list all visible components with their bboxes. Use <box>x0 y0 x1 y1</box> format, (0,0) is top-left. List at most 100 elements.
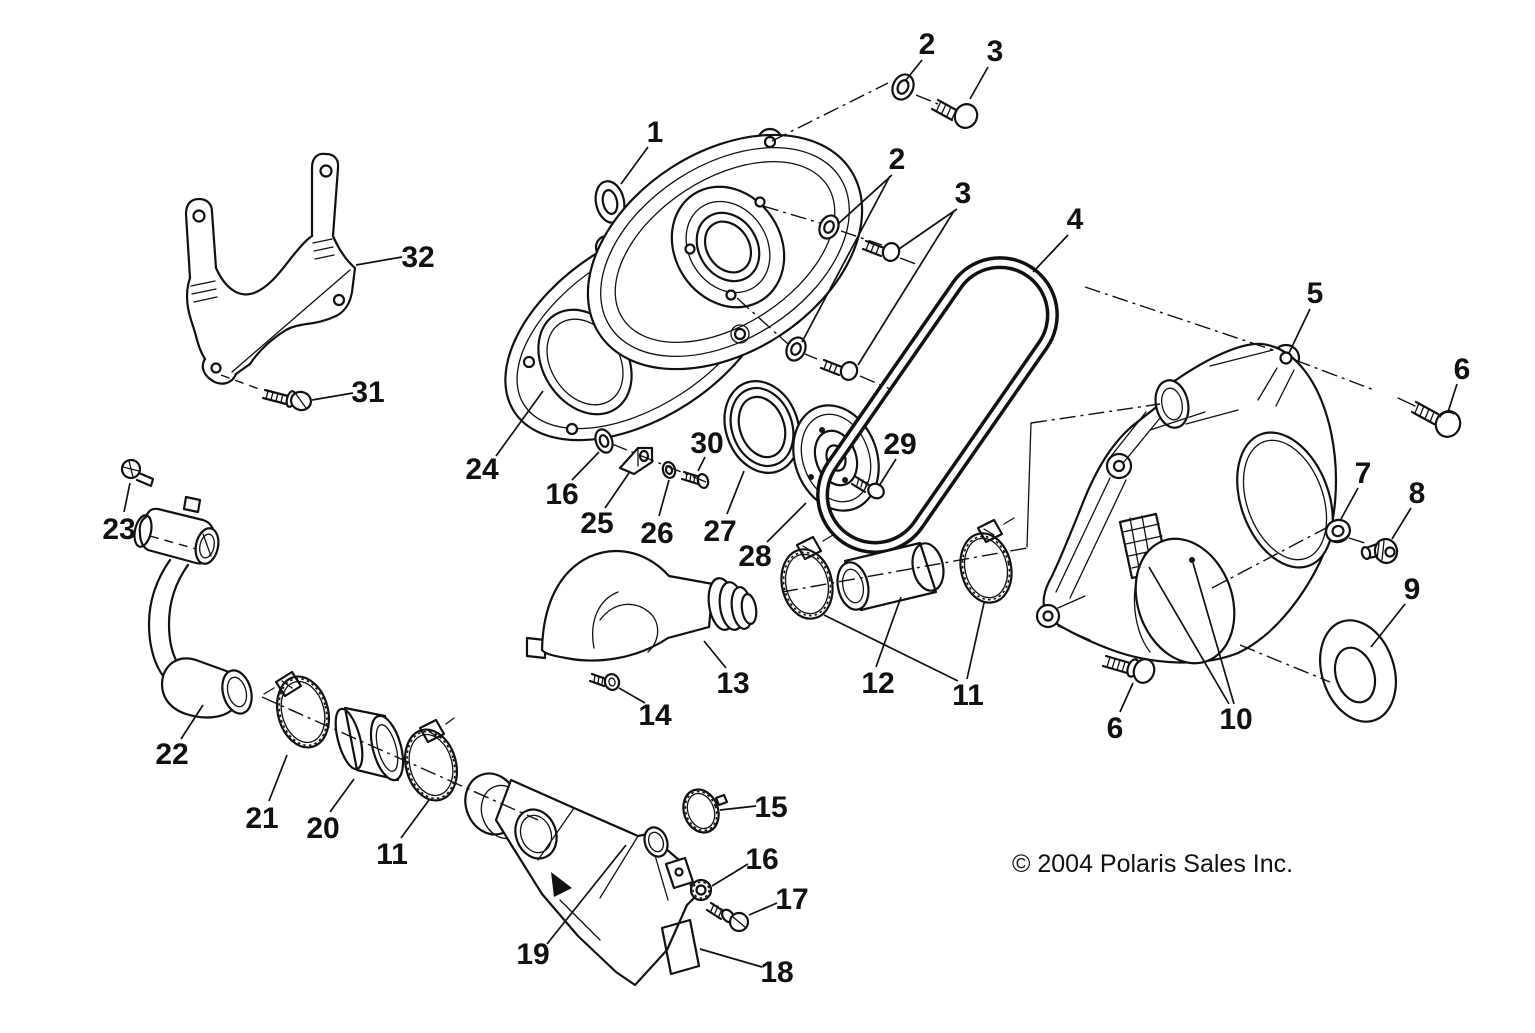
part-16-nut <box>689 878 713 902</box>
part-label-16: 16 <box>545 478 578 511</box>
leader-line <box>857 210 955 366</box>
part-label-5: 5 <box>1307 277 1324 310</box>
leader-line <box>1447 383 1458 413</box>
part-11-clamp-arm <box>404 717 458 802</box>
part-label-20: 20 <box>306 812 339 845</box>
part-label-23: 23 <box>102 513 135 546</box>
part-label-26: 26 <box>640 517 673 550</box>
part-15-clamp <box>682 788 729 834</box>
leader-line <box>1119 682 1134 713</box>
leader-line <box>571 451 600 481</box>
leader-line <box>837 174 893 225</box>
leader-line <box>355 256 403 266</box>
leader-line <box>495 390 544 457</box>
leader-line <box>898 208 958 250</box>
leader-line <box>766 502 807 543</box>
part-11-clamp-left <box>780 534 834 620</box>
part-14-bolt <box>588 672 621 692</box>
leader-line <box>966 602 985 680</box>
leader-line <box>329 778 355 813</box>
part-label-25: 25 <box>580 507 613 540</box>
part-3-bolt-low <box>819 358 859 381</box>
part-5-outer-cover <box>1035 342 1338 665</box>
part-10-cover-drum <box>1133 537 1236 665</box>
part-23-screw <box>120 458 155 488</box>
leader-line <box>726 470 745 515</box>
part-label-31: 31 <box>351 376 384 409</box>
part-label-6: 6 <box>1454 353 1471 386</box>
part-label-30: 30 <box>690 427 723 460</box>
part-8-fitting <box>1360 537 1399 565</box>
leader-line <box>123 482 131 513</box>
part-label-1: 1 <box>647 116 664 149</box>
part-label-8: 8 <box>1409 477 1426 510</box>
part-6-bolt-bottom <box>1101 654 1156 684</box>
part-2-washer-top <box>891 73 915 101</box>
part-label-3: 3 <box>955 177 972 210</box>
leader-line <box>604 472 630 509</box>
part-27-seal <box>723 380 801 474</box>
leader-line <box>400 799 430 839</box>
part-label-11: 11 <box>952 679 984 712</box>
part-3-bolt-mid <box>861 239 901 262</box>
part-4-belt <box>816 256 1059 554</box>
leader-line <box>1370 603 1406 648</box>
leader-line <box>703 640 727 669</box>
leader-line <box>1340 487 1359 520</box>
leader-line <box>823 614 959 682</box>
part-12-tube <box>836 541 945 612</box>
part-label-17: 17 <box>775 883 808 916</box>
part-label-7: 7 <box>1355 457 1372 490</box>
leader-line <box>878 458 897 487</box>
part-3-bolt-top <box>930 98 979 129</box>
leader-line <box>875 596 902 668</box>
leader-line <box>546 844 627 945</box>
part-25-clip <box>618 446 654 476</box>
part-label-14: 14 <box>638 699 672 732</box>
leader-line <box>618 687 646 704</box>
leader-line <box>620 146 649 185</box>
leader-line <box>1288 308 1311 354</box>
construction-lines <box>261 82 1375 821</box>
part-21-clamp <box>263 670 330 749</box>
leader-line <box>1192 562 1235 705</box>
part-6-bolt-top <box>1397 397 1462 438</box>
part-label-11: 11 <box>376 838 408 871</box>
part-17-bolt <box>705 901 750 933</box>
part-label-32: 32 <box>401 241 434 274</box>
part-label-12: 12 <box>861 667 894 700</box>
leader-line <box>1148 566 1230 705</box>
part-label-24: 24 <box>465 453 499 486</box>
part-label-9: 9 <box>1404 573 1421 606</box>
part-13-duct-cover <box>525 549 758 662</box>
leader-line <box>1391 507 1412 540</box>
part-label-15: 15 <box>754 791 787 824</box>
part-32-bracket <box>184 152 357 385</box>
part-18-decal <box>660 918 701 976</box>
part-2-washer-mid <box>818 214 840 240</box>
part-label-21: 21 <box>245 802 278 835</box>
leader-line <box>699 948 763 968</box>
part-31-bolt <box>220 374 313 412</box>
part-label-29: 29 <box>883 428 916 461</box>
part-label-3: 3 <box>987 35 1004 68</box>
part-16-washer <box>594 428 614 454</box>
part-9-foam-seal <box>1319 619 1397 723</box>
part-19-lower-duct <box>464 772 696 987</box>
leader-line <box>658 479 670 517</box>
leader-line <box>969 66 989 100</box>
copyright-text: © 2004 Polaris Sales Inc. <box>1012 850 1293 878</box>
part-label-13: 13 <box>716 667 749 700</box>
leader-line <box>268 754 288 802</box>
part-label-16: 16 <box>745 843 778 876</box>
part-label-22: 22 <box>155 738 188 771</box>
part-label-19: 19 <box>516 938 549 971</box>
leader-line <box>1032 234 1069 273</box>
part-label-6: 6 <box>1107 712 1124 745</box>
part-7-washer <box>1325 518 1351 544</box>
part-24-inner-cover <box>504 127 864 442</box>
leader-line <box>180 704 204 740</box>
